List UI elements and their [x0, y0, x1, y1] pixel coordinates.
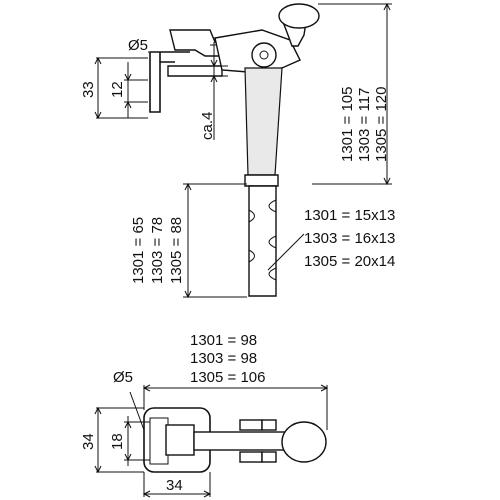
dim-ca4 [210, 42, 228, 140]
label-height-1305: 1305 = 120 [373, 87, 390, 163]
label-dim-18: 18 [109, 433, 126, 450]
label-dim-ca4: ca.4 [199, 112, 216, 140]
label-height-1301: 1301 = 105 [339, 87, 356, 163]
dim-overall-height [312, 2, 392, 186]
dim-34-vertical [94, 406, 144, 474]
dim-34-horizontal [142, 472, 212, 498]
label-stem-1303: 1303 = 78 [149, 217, 166, 284]
dim-18 [124, 416, 150, 466]
label-dim-12: 12 [109, 81, 126, 98]
label-dim-33: 33 [80, 81, 97, 98]
label-height-1303: 1303 = 117 [356, 88, 373, 162]
label-stem-1305: 1305 = 88 [168, 217, 185, 284]
label-size-1305: 1305 = 20x14 [304, 253, 395, 270]
plan-plate [143, 407, 327, 473]
hinge-arm [214, 3, 320, 73]
label-size-1303: 1303 = 16x13 [304, 230, 395, 247]
label-dim-34-h: 34 [166, 477, 183, 494]
label-dia-bottom: Ø5 [113, 369, 133, 386]
sizes-leader [267, 233, 305, 271]
label-dim-34-v: 34 [80, 433, 97, 450]
dim-overall-length [142, 384, 329, 430]
label-size-1301: 1301 = 15x13 [304, 207, 395, 224]
label-dia-top: Ø5 [128, 37, 148, 54]
dim-stem-length [183, 182, 247, 299]
dim-12 [124, 62, 148, 118]
label-length-1305: 1305 = 106 [190, 369, 266, 386]
label-stem-1301: 1301 = 65 [130, 217, 147, 284]
label-length-1303: 1303 = 98 [190, 350, 257, 367]
label-length-1301: 1301 = 98 [190, 332, 257, 349]
mounting-bracket [149, 29, 233, 113]
dim-33 [94, 56, 148, 120]
